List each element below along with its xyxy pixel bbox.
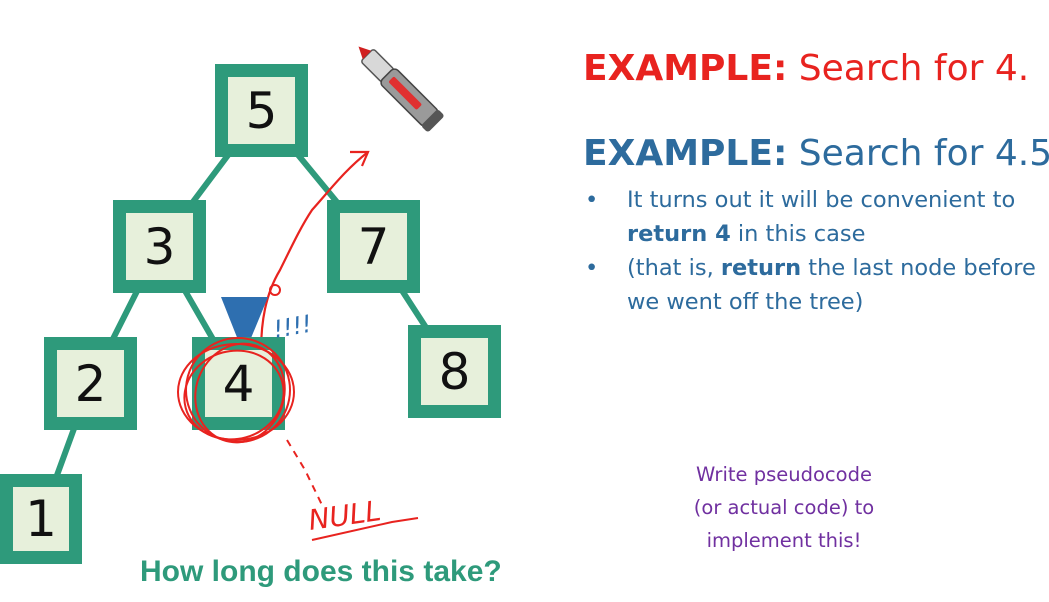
red-arrow-annotation (260, 151, 369, 373)
example-search-4-5-title: EXAMPLE: Search for 4.5 (583, 133, 1049, 174)
bullet-item: •(that is, return the last node before w… (585, 255, 1036, 315)
tree-node-4: 4 (192, 337, 285, 430)
tree-node-1: 1 (0, 474, 82, 564)
tree-node-7: 7 (327, 200, 420, 293)
tree-node-2: 2 (44, 337, 137, 430)
tree-node-8: 8 (408, 325, 501, 418)
bullet-item: •It turns out it will be convenient to r… (585, 187, 1016, 247)
marker-pen-icon (358, 46, 444, 132)
example-search-4-title: EXAMPLE: Search for 4. (583, 48, 1030, 89)
tree-node-5: 5 (215, 64, 308, 157)
tree-node-3: 3 (113, 200, 206, 293)
pointer-triangle-icon (221, 297, 268, 355)
pseudocode-prompt: Write pseudocode (or actual code) to imp… (693, 463, 875, 552)
null-dashed-line (286, 439, 323, 506)
runtime-question: How long does this take? (140, 555, 502, 588)
bullet-list: •It turns out it will be convenient to r… (583, 183, 1049, 319)
